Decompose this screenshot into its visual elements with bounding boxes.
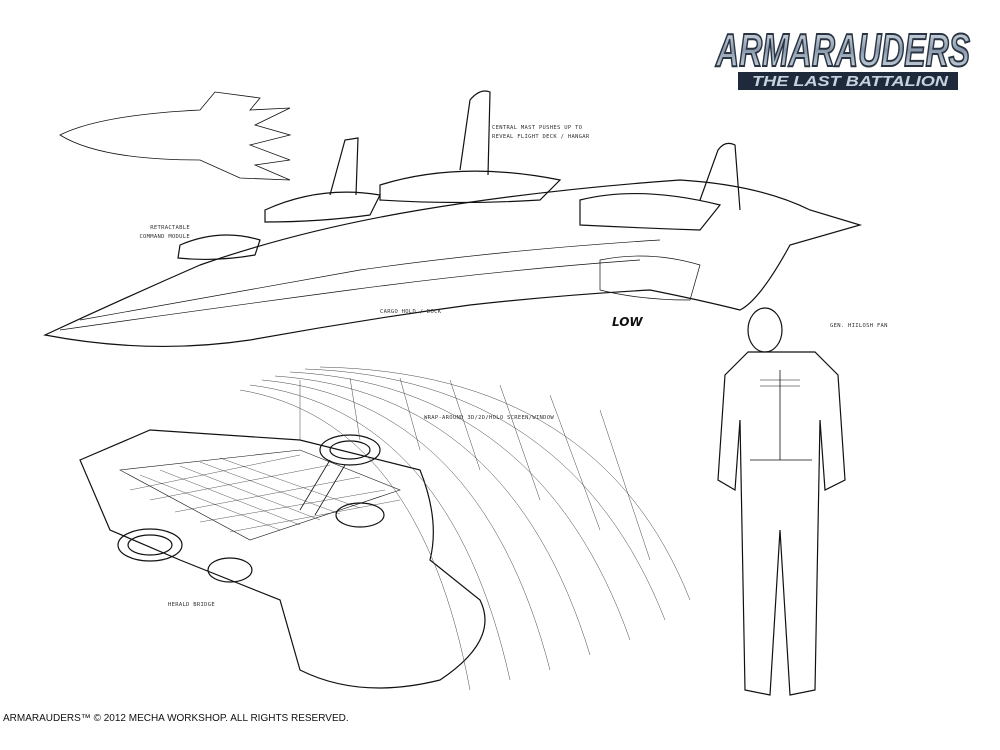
wrap-screen-grid	[239, 366, 691, 691]
svg-text:THE LAST BATTALION: THE LAST BATTALION	[752, 73, 949, 90]
copyright-footer: ARMARAUDERS™ © 2012 MECHA WORKSHOP. ALL …	[3, 713, 349, 724]
annotation-line: Retractable	[150, 225, 190, 231]
logo-graphic: ARMARAUDERS THE LAST BATTALION	[714, 23, 971, 90]
annotation-character-name: Gen. Hiilosh Fan	[830, 323, 888, 329]
annotation-cargo-hold: Cargo hold / dock	[380, 309, 442, 315]
annotation-line: command module	[139, 234, 190, 240]
annotation-command-module: Retractable command module	[100, 224, 190, 242]
annotation-line: Central mast pushes up to	[492, 125, 583, 131]
annotation-central-mast: Central mast pushes up to reveal flight …	[492, 124, 590, 142]
annotation-screen: Wrap-around 3D/2D/holo screen/window	[424, 415, 555, 421]
ship-silhouette	[59, 91, 292, 181]
battleship-drawing	[43, 90, 863, 347]
svg-text:ARMARAUDERS: ARMARAUDERS	[715, 24, 970, 76]
bridge-drawing	[79, 429, 486, 689]
annotation-bridge: Herald bridge	[168, 602, 215, 608]
character-drawing	[717, 307, 846, 696]
armarauders-logo: ARMARAUDERS THE LAST BATTALION	[712, 22, 974, 96]
artist-signature: LOW	[612, 315, 643, 329]
annotation-line: reveal flight deck / hangar	[492, 134, 590, 140]
